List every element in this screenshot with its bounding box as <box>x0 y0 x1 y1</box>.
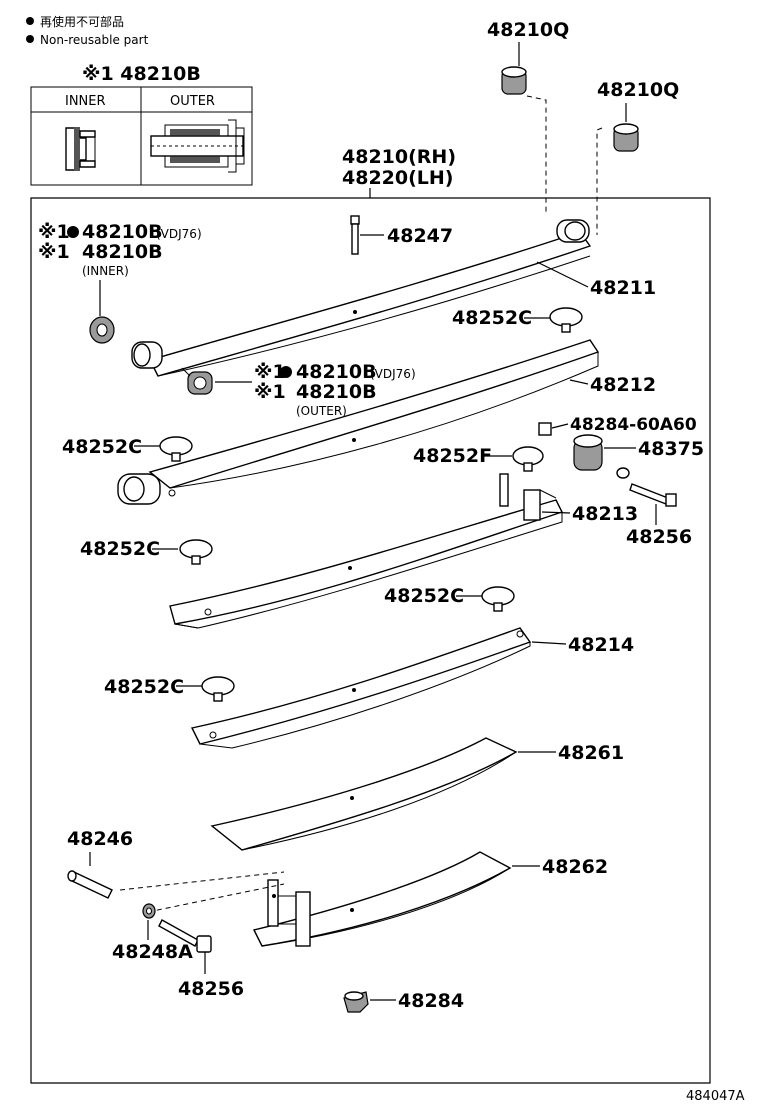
clip-48252C-3 <box>179 539 213 565</box>
bushing-outer-mark1: ※1 <box>254 361 286 383</box>
non-reusable-dot-icon <box>67 226 79 238</box>
label-48212: 48212 <box>590 374 656 396</box>
bushing-inner-variant1: (VDJ76) <box>156 227 202 241</box>
bolt-48256-b <box>158 919 212 953</box>
label-48262: 48262 <box>542 856 608 878</box>
legend: 再使用不可部品 Non-reusable part <box>26 14 149 47</box>
inset-title: ※1 48210B <box>82 63 201 85</box>
leaf-48213 <box>169 473 563 629</box>
bushing-outer-48210B <box>181 367 213 395</box>
label-48211: 48211 <box>590 277 656 299</box>
inset-col-outer: OUTER <box>170 94 215 109</box>
bushing-inner-mark2: ※1 <box>38 241 70 263</box>
label-48252C-1: 48252C <box>452 307 532 329</box>
label-48210Q-a: 48210Q <box>487 19 569 41</box>
legend-non-reusable-en: Non-reusable part <box>40 33 149 47</box>
bushing-inset: ※1 48210B INNER OUTER <box>30 63 253 186</box>
label-48247: 48247 <box>387 225 453 247</box>
bushing-outer-code2: 48210B <box>296 381 377 403</box>
clip-48252C-1 <box>549 307 583 333</box>
legend-non-reusable-jp: 再使用不可部品 <box>40 14 124 29</box>
leaf-48262 <box>252 851 512 947</box>
assembly-label-lh: 48220(LH) <box>342 167 453 189</box>
inset-col-inner: INNER <box>65 94 106 109</box>
bushing-inner-mark1: ※1 <box>38 221 70 243</box>
clip-48252C-2 <box>159 436 193 462</box>
label-48256-b: 48256 <box>178 978 244 1000</box>
bushing-outer-position: (OUTER) <box>296 404 347 418</box>
leaf-48211 <box>131 219 592 377</box>
label-48284-60A60: 48284-60A60 <box>570 415 697 435</box>
label-48284: 48284 <box>398 990 464 1012</box>
label-48261: 48261 <box>558 742 624 764</box>
label-48246: 48246 <box>67 828 133 850</box>
clip-48252C-5 <box>201 676 235 702</box>
bushing-outer-variant1: (VDJ76) <box>370 367 416 381</box>
bolt-48247 <box>350 215 360 255</box>
label-48252F: 48252F <box>413 445 492 467</box>
leaf-48214 <box>190 627 532 749</box>
bushing-outer-mark2: ※1 <box>254 381 286 403</box>
non-reusable-dot-icon <box>26 17 34 25</box>
label-48210Q-b: 48210Q <box>597 79 679 101</box>
label-48252C-5: 48252C <box>104 676 184 698</box>
bushing-inner-code1: 48210B <box>82 221 163 243</box>
label-48214: 48214 <box>568 634 634 656</box>
label-48252C-4: 48252C <box>384 585 464 607</box>
assembly-frame <box>30 197 711 1084</box>
leaf-48261 <box>210 737 518 851</box>
figure-id: 484047A <box>686 1089 745 1104</box>
bushing-outer-code1: 48210B <box>296 361 377 383</box>
label-48252C-3: 48252C <box>80 538 160 560</box>
washer-48375 <box>616 467 630 479</box>
non-reusable-dot-icon <box>26 35 34 43</box>
bushing-48210Q-a <box>501 66 527 95</box>
label-48256-a: 48256 <box>626 526 692 548</box>
nut-48284 <box>343 991 369 1013</box>
label-48252C-2: 48252C <box>62 436 142 458</box>
bushing-inner-position: (INNER) <box>82 264 129 278</box>
clip-48252F <box>512 446 544 472</box>
bushing-48210Q-b <box>613 123 639 152</box>
label-48375: 48375 <box>638 438 704 460</box>
nut-48284-60A60 <box>538 422 552 436</box>
inner-bushing-section-icon <box>65 127 96 171</box>
clip-48252C-4 <box>481 586 515 612</box>
bumper-48375 <box>573 434 603 471</box>
non-reusable-dot-icon <box>280 366 292 378</box>
assembly-label-rh: 48210(RH) <box>342 146 456 168</box>
bushing-inner-48210B <box>89 316 115 344</box>
washer-48248A <box>142 903 156 919</box>
leaf-48212 <box>117 339 600 505</box>
bushing-inner-code2: 48210B <box>82 241 163 263</box>
pin-48246 <box>67 870 113 899</box>
outer-bushing-section-icon <box>150 119 245 173</box>
label-48248A: 48248A <box>112 941 193 963</box>
bolt-48256-a <box>629 483 677 507</box>
label-48213: 48213 <box>572 503 638 525</box>
